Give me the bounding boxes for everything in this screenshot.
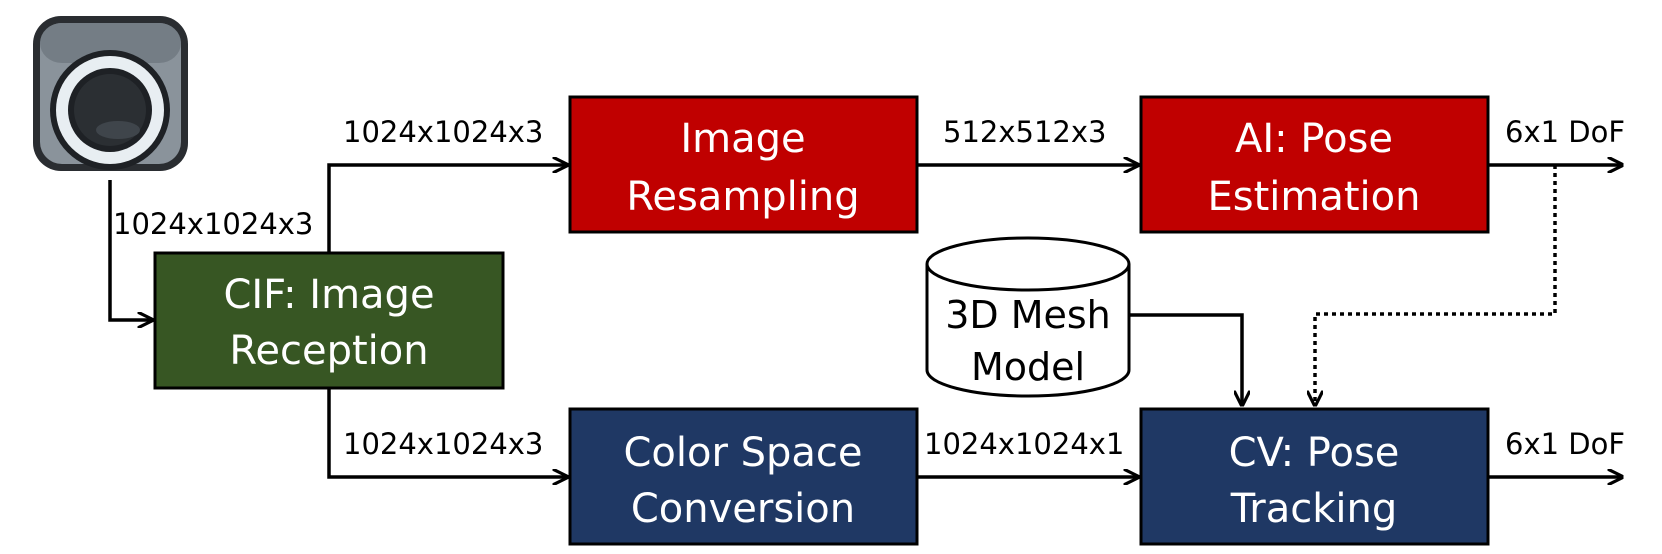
cif-image-reception-block: CIF: Image Reception: [153, 251, 505, 390]
cv-pose-tracking-block: CV: Pose Tracking: [1139, 407, 1490, 546]
cif-label-line1: CIF: Image: [223, 272, 434, 318]
color-space-conversion-block: Color Space Conversion: [568, 407, 919, 546]
edge-label-camera-to-cif: 1024x1024x3: [113, 207, 313, 241]
color-conversion-block-rect: [568, 407, 919, 546]
color-conversion-label-line1: Color Space: [623, 430, 862, 476]
resampling-label-line1: Image: [680, 116, 805, 162]
pose-estimation-label-line2: Estimation: [1207, 174, 1420, 220]
edge-label-cif-to-resampling: 1024x1024x3: [343, 115, 543, 149]
ai-pose-estimation-block: AI: Pose Estimation: [1139, 95, 1490, 234]
pose-tracking-label-line2: Tracking: [1230, 486, 1398, 532]
color-conversion-label-line2: Conversion: [631, 486, 855, 532]
resampling-label-line2: Resampling: [626, 174, 859, 220]
edge-label-estimation-output: 6x1 DoF: [1505, 115, 1625, 149]
cif-block-rect: [153, 251, 505, 390]
edge-label-conversion-to-tracking: 1024x1024x1: [924, 427, 1124, 461]
edge-labels: 1024x1024x3 1024x1024x3 512x512x3 6x1 Do…: [113, 115, 1625, 461]
connectors: [108, 165, 1622, 477]
edge-label-tracking-output: 6x1 DoF: [1505, 427, 1625, 461]
database-icon: [925, 264, 1131, 398]
cif-label-line2: Reception: [229, 328, 428, 374]
pose-estimation-block-rect: [1139, 95, 1490, 234]
pose-tracking-label-line1: CV: Pose: [1229, 430, 1400, 476]
pose-estimation-label-line1: AI: Pose: [1235, 116, 1393, 162]
image-resampling-block: Image Resampling: [568, 95, 919, 234]
database-label-line1: 3D Mesh: [945, 293, 1111, 337]
edge-label-cif-to-conversion: 1024x1024x3: [343, 427, 543, 461]
database-label-line2: Model: [971, 345, 1085, 389]
pose-tracking-block-rect: [1139, 407, 1490, 546]
edge-label-resampling-to-estimation: 512x512x3: [943, 115, 1106, 149]
resampling-block-rect: [568, 95, 919, 234]
camera-icon: [33, 16, 188, 171]
3d-mesh-model-database: 3D Mesh Model: [925, 236, 1131, 398]
